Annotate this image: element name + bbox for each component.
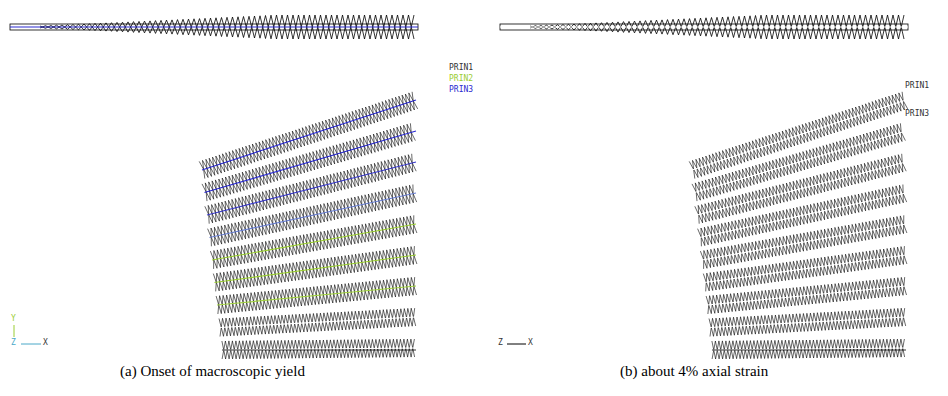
- strut-zigzag: [203, 93, 418, 179]
- legend-label: PRIN1: [449, 64, 473, 72]
- principal-stress-line: [702, 224, 906, 260]
- strut-zigzag: [706, 277, 906, 313]
- legend-label: PRIN1: [905, 82, 929, 90]
- axis-line: [14, 325, 15, 337]
- principal-stress-line: [215, 255, 417, 283]
- principal-stress-line: [207, 162, 416, 215]
- legend-label: PRIN3: [905, 110, 929, 118]
- principal-stress-line: [220, 317, 417, 328]
- principal-stress-line: [500, 26, 908, 27]
- strut-zigzag: [693, 93, 908, 179]
- base-line: [712, 350, 906, 351]
- principal-stress-line: [10, 26, 418, 27]
- axis-line: [507, 344, 526, 345]
- axis-label: Z: [11, 339, 16, 347]
- principal-stress-line: [707, 286, 906, 305]
- caption: (a) Onset of macroscopic yield: [120, 364, 305, 379]
- principal-stress-line: [710, 317, 907, 328]
- principal-stress-line: [705, 255, 907, 283]
- axis-line: [21, 344, 41, 345]
- principal-stress-line: [700, 193, 907, 238]
- strut-zigzag: [710, 308, 906, 336]
- principal-stress-line: [210, 193, 417, 238]
- strut-zigzag: [199, 92, 414, 178]
- legend-label: PRIN3: [449, 86, 473, 94]
- principal-stress-line: [222, 348, 416, 350]
- legend-label: PRIN2: [449, 75, 473, 83]
- strut-zigzag: [689, 92, 904, 178]
- base-line: [222, 350, 416, 351]
- principal-stress-line: [697, 162, 906, 215]
- axis-label: X: [528, 339, 533, 347]
- principal-stress-line: [217, 286, 416, 305]
- axis-label: Y: [11, 315, 16, 323]
- principal-stress-line: [712, 348, 906, 350]
- strut-zigzag: [216, 277, 416, 313]
- strut-zigzag: [220, 308, 416, 336]
- principal-stress-line: [212, 224, 416, 260]
- caption: (b) about 4% axial strain: [620, 364, 768, 379]
- axis-label: Z: [498, 339, 503, 347]
- axis-label: X: [43, 339, 48, 347]
